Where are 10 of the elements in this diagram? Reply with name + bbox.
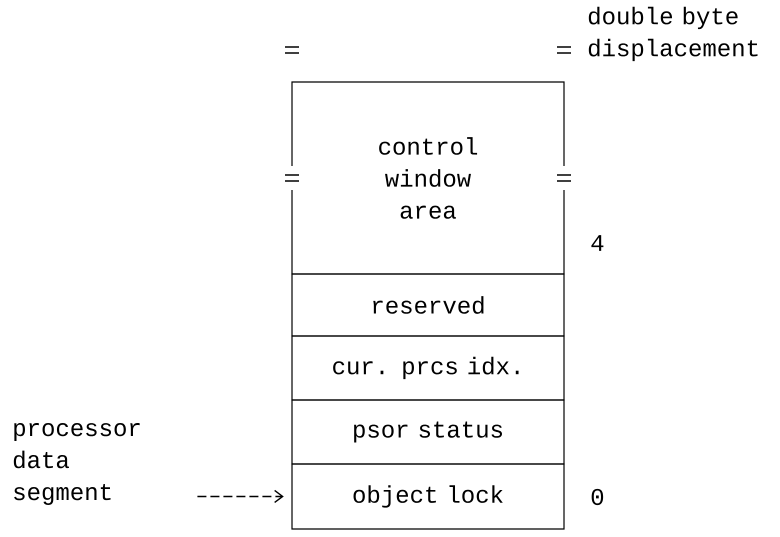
offset-label: 0: [592, 488, 604, 506]
memory-cell: reserved: [291, 273, 565, 337]
heading: double byte displacement: [588, 6, 758, 62]
arrow: [197, 490, 284, 504]
offset-label: 4: [591, 235, 604, 251]
memory-cell: control window area: [284, 81, 572, 275]
pointer-label: processor data segment: [14, 423, 140, 505]
memory-cell: object lock: [291, 463, 565, 530]
memory-cell: psor status: [291, 399, 565, 465]
memory-cell: cur. prcs idx.: [291, 335, 565, 401]
